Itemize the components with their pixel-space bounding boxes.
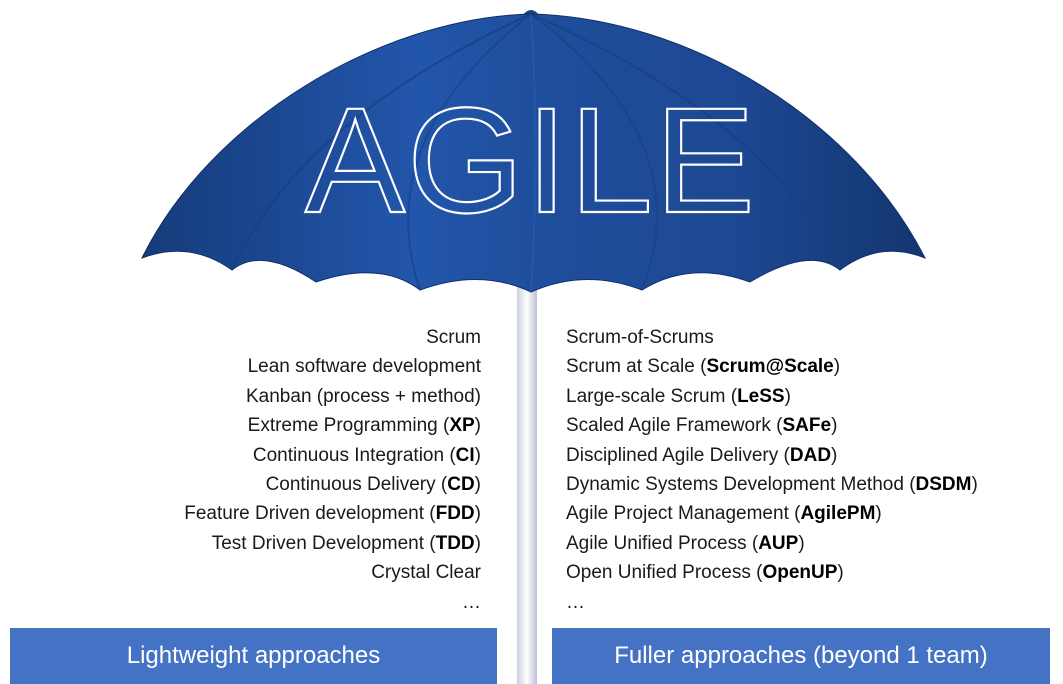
- list-item-abbreviation: CD: [447, 473, 475, 495]
- lightweight-approaches-label: Lightweight approaches: [126, 642, 381, 669]
- list-item-abbreviation: AUP: [758, 532, 799, 554]
- list-item-abbreviation: CI: [455, 444, 475, 466]
- fuller-approaches-banner: Fuller approaches (beyond 1 team): [552, 628, 1050, 684]
- list-item-text: Lean software development: [247, 356, 481, 378]
- list-item-abbreviation: LeSS: [737, 385, 785, 407]
- list-item-text: Feature Driven development: [184, 503, 424, 525]
- fuller-approaches-label: Fuller approaches (beyond 1 team): [614, 642, 988, 669]
- list-item-text: Scrum at Scale: [566, 356, 695, 378]
- list-item-abbreviation: AgilePM: [800, 503, 876, 525]
- fuller-list-item: Large-scale Scrum (LeSS): [566, 385, 791, 407]
- fuller-list-item: …: [566, 588, 978, 617]
- list-item-text: …: [566, 591, 585, 613]
- list-item-text: Extreme Programming: [247, 415, 438, 437]
- umbrella-title: AGILE: [305, 76, 757, 244]
- umbrella-rib: [530, 13, 841, 271]
- fuller-list-item: Scrum at Scale (Scrum@Scale): [566, 356, 841, 378]
- list-item-text: Dynamic Systems Development Method: [566, 473, 904, 495]
- list-item-text: Scrum-of-Scrums: [566, 327, 714, 348]
- umbrella-rib: [231, 13, 532, 271]
- list-item-abbreviation: FDD: [435, 503, 475, 525]
- fuller-list-item: Agile Unified Process (AUP): [566, 532, 805, 554]
- list-item-text: Agile Unified Process: [566, 532, 747, 554]
- fuller-list-item: Dynamic Systems Development Method (DSDM…: [566, 473, 978, 495]
- list-item-text: Open Unified Process: [566, 562, 751, 584]
- lightweight-list-item: Extreme Programming (XP): [247, 415, 481, 437]
- list-item-text: Crystal Clear: [371, 562, 481, 584]
- umbrella-rib: [530, 13, 658, 291]
- umbrella-rib: [530, 13, 537, 293]
- lightweight-list-item: Test Driven Development (TDD): [211, 532, 481, 554]
- list-item-abbreviation: OpenUP: [762, 562, 838, 584]
- list-item-text: Large-scale Scrum: [566, 385, 726, 407]
- lightweight-list-item: Continuous Delivery (CD): [265, 473, 481, 495]
- lightweight-approaches-banner: Lightweight approaches: [10, 628, 497, 684]
- list-item-text: …: [462, 591, 481, 613]
- lightweight-list-item: Kanban (process + method): [184, 382, 481, 411]
- list-item-abbreviation: TDD: [435, 532, 475, 554]
- lightweight-list-item: Feature Driven development (FDD): [184, 503, 481, 525]
- lightweight-list-item: Crystal Clear: [184, 558, 481, 587]
- list-item-abbreviation: DSDM: [915, 473, 972, 495]
- list-item-text: Scrum: [426, 327, 481, 348]
- fuller-list-item: Agile Project Management (AgilePM): [566, 503, 882, 525]
- list-item-abbreviation: SAFe: [782, 415, 832, 437]
- lightweight-list-item: …: [184, 588, 481, 617]
- fuller-list-item: Scaled Agile Framework (SAFe): [566, 415, 838, 437]
- list-item-text: Continuous Delivery: [265, 473, 436, 495]
- list-item-text: Agile Project Management: [566, 503, 789, 525]
- umbrella-shaft: [517, 250, 537, 684]
- lightweight-list-item: Lean software development: [184, 352, 481, 381]
- list-item-abbreviation: Scrum@Scale: [706, 356, 834, 378]
- fuller-list-item: Open Unified Process (OpenUP): [566, 562, 844, 584]
- list-item-text: Continuous Integration: [252, 444, 445, 466]
- umbrella-rib: [407, 13, 532, 291]
- list-item-text: Scaled Agile Framework: [566, 415, 771, 437]
- fuller-list-item: Scrum-of-Scrums: [566, 323, 978, 352]
- lightweight-list-item: Scrum: [184, 323, 481, 352]
- lightweight-list-item: Continuous Integration (CI): [252, 444, 481, 466]
- fuller-list-item: Disciplined Agile Delivery (DAD): [566, 444, 838, 466]
- list-item-text: Test Driven Development: [211, 532, 424, 554]
- list-item-abbreviation: XP: [449, 415, 475, 437]
- list-item-abbreviation: DAD: [789, 444, 832, 466]
- list-item-text: Disciplined Agile Delivery: [566, 444, 779, 466]
- list-item-text: Kanban (process + method): [246, 385, 481, 407]
